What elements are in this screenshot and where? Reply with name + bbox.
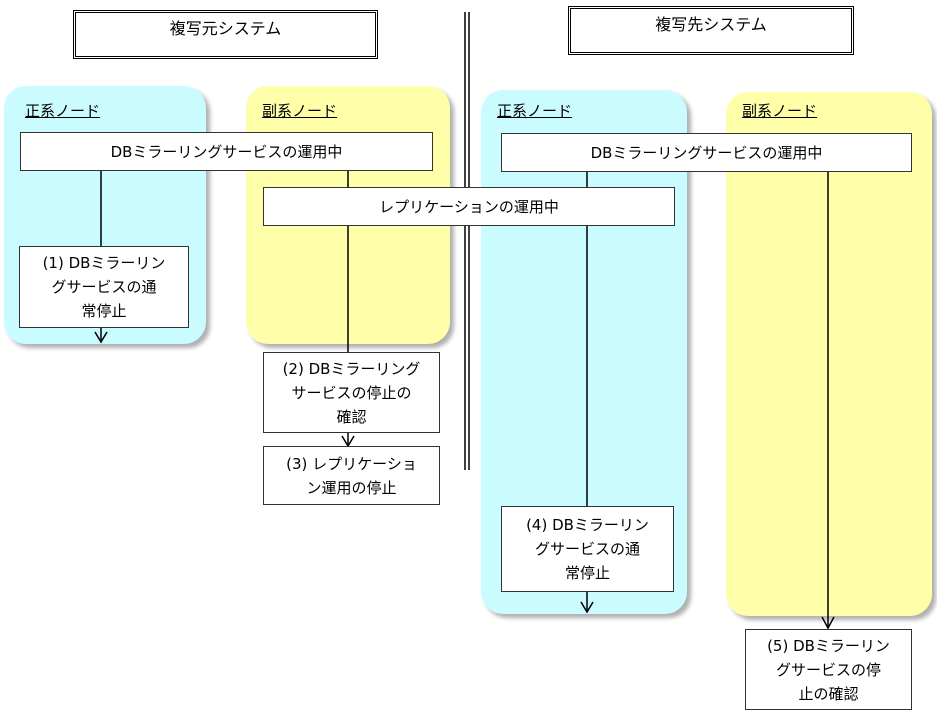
lane-label-target-primary: 正系ノード	[497, 102, 573, 120]
source-system-title: 複写元システム	[73, 10, 378, 59]
lane-label-source-secondary: 副系ノード	[262, 102, 338, 120]
bar-source-mirroring: DBミラーリングサービスの運用中	[20, 132, 433, 171]
step-2-line-1: (2) DBミラーリング	[282, 359, 421, 378]
step-2-line-2: サービスの停止の	[291, 383, 412, 402]
bar-target-mirroring-text: DBミラーリングサービスの運用中	[590, 143, 823, 162]
step-box-5: (5) DBミラーリン グサービスの停 止の確認	[745, 629, 912, 710]
step-1-line-1: (1) DBミラーリン	[42, 254, 166, 272]
step-4-line-3: 常停止	[564, 564, 610, 582]
step-box-2: (2) DBミラーリング サービスの停止の 確認	[263, 352, 440, 433]
bar-replication-text: レプリケーションの運用中	[379, 197, 559, 216]
lane-label-target-secondary: 副系ノード	[742, 102, 818, 120]
step-3-line-1: (3) レプリケーショ	[286, 454, 417, 473]
step-box-1: (1) DBミラーリン グサービスの通 常停止	[19, 246, 189, 328]
bar-replication: レプリケーションの運用中	[263, 187, 675, 226]
step-4-line-2: グサービスの通	[534, 540, 640, 558]
step-box-4: (4) DBミラーリン グサービスの通 常停止	[501, 506, 674, 592]
bar-source-mirroring-text: DBミラーリングサービスの運用中	[110, 142, 343, 161]
step-2-line-3: 確認	[336, 407, 367, 426]
lane-target-secondary	[726, 92, 932, 616]
step-5-line-3: 止の確認	[798, 684, 859, 703]
arrowhead-step1	[94, 331, 108, 344]
step-1-line-3: 常停止	[81, 302, 127, 320]
bar-target-mirroring: DBミラーリングサービスの運用中	[501, 133, 912, 172]
step-3-line-2: ン運用の停止	[306, 478, 397, 497]
step-4-line-1: (4) DBミラーリン	[526, 516, 649, 534]
target-system-title: 複写先システム	[568, 6, 854, 55]
target-system-title-text: 複写先システム	[655, 15, 767, 34]
step-box-3: (3) レプリケーショ ン運用の停止	[263, 446, 440, 505]
step-5-line-2: グサービスの停	[775, 660, 881, 679]
step-1-line-2: グサービスの通	[51, 278, 157, 296]
arrowhead-step5	[821, 616, 835, 630]
source-system-title-text: 複写元システム	[169, 19, 282, 38]
arrowhead-step4	[580, 601, 594, 614]
step-5-line-1: (5) DBミラーリン	[767, 636, 890, 655]
lane-label-source-primary: 正系ノード	[25, 102, 101, 120]
